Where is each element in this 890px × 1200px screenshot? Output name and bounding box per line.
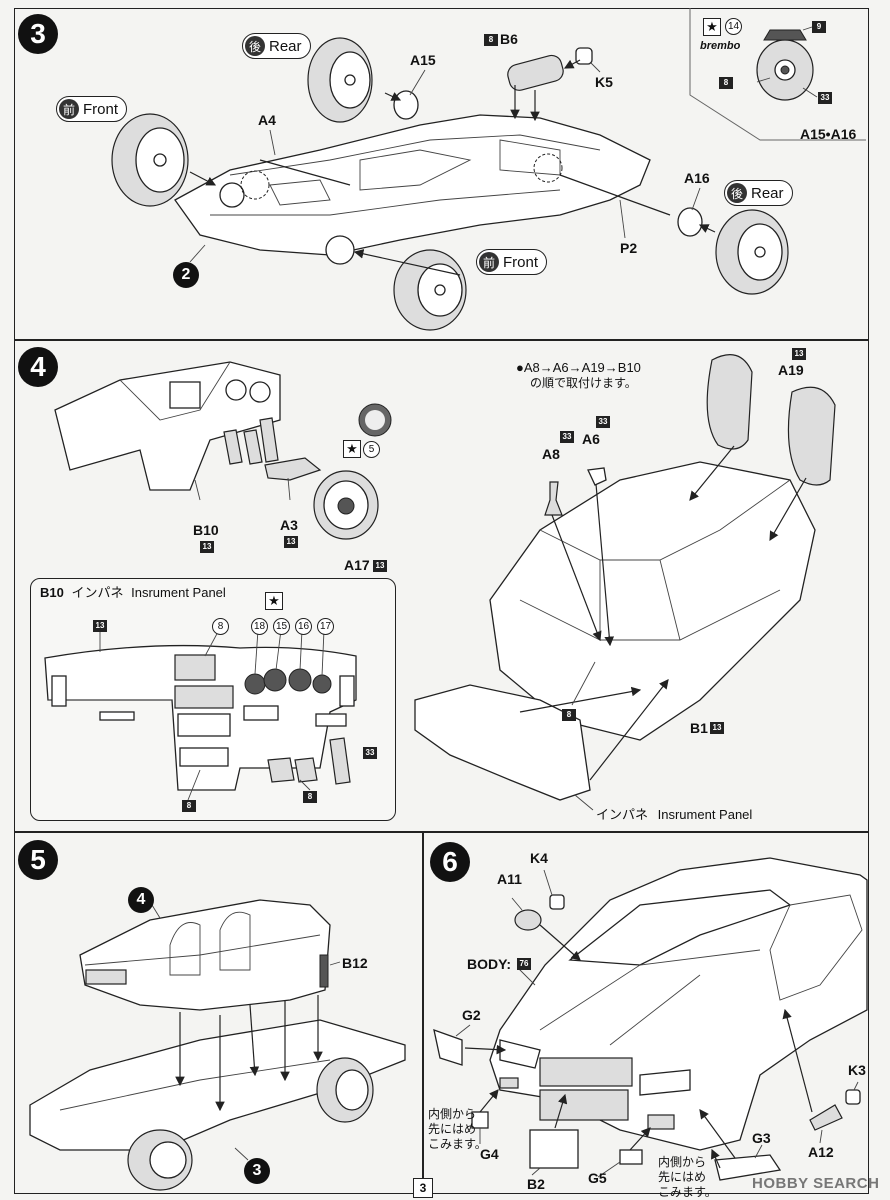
dashboard-and-interior-illustration [54,354,836,811]
step-4-badge: 4 [18,347,58,387]
step-6-panel [422,832,869,1194]
step-3-badge: 3 [18,14,58,54]
floor-color-code: 8 [562,709,576,721]
a8-color-code: 33 [560,431,574,443]
instrument-panel-detail-illustration [44,629,357,801]
step-4-panel [14,340,869,832]
sub-step-2-badge: 2 [173,262,199,288]
body-color-code: 76 [517,958,531,970]
watermark: HOBBY SEARCH [752,1175,880,1192]
inner-fit-note-right: 内側から 先にはめ こみます。 [658,1155,717,1199]
detail-panel-color-code: 13 [93,620,107,632]
detail-circle-16: 16 [295,618,312,635]
part-a17-label: A17 [344,557,370,573]
instrument-panel-bottom-label: インパネ Insrument Panel [596,807,753,822]
part-a8-label: A8 [542,446,560,462]
part-k4-label: K4 [530,850,548,866]
part-a19-label: A19 [778,362,804,378]
part-b1-label: B1 [690,720,708,736]
star-mark-icon: ★ [703,18,721,36]
part-g3-label: G3 [752,1130,771,1146]
part-a11-label: A11 [497,871,522,887]
part-g5-label: G5 [588,1170,607,1186]
part-b2-label: B2 [527,1176,545,1192]
detail-circle-15: 15 [273,618,290,635]
install-order-note: ●A8→A6→A19→B10 [516,360,641,375]
rear-label-top: 後 Rear [242,33,311,59]
steering-circle-5: 5 [363,441,380,458]
brembo-logo: brembo [700,40,741,52]
part-g2-label: G2 [462,1007,481,1023]
inset-label-a15-a16: A15•A16 [800,126,857,142]
rear-label-right: 後 Rear [724,180,793,206]
part-a3-label: A3 [280,517,298,533]
part-a6-label: A6 [582,431,600,447]
a3-color-code: 13 [284,536,298,548]
b6-color-code: 8 [484,34,498,46]
detail-pedal-right-color-code: 33 [363,747,377,759]
step-5-panel [14,832,424,1194]
b10-color-code: 13 [200,541,214,553]
body-label: BODY: [467,956,512,972]
install-order-note-jp: の順で取付けます。 [530,376,637,390]
part-k3-label: K3 [848,1062,866,1078]
inset-code-33: 33 [818,92,832,104]
page-number: 3 [413,1178,433,1198]
step-3-panel [14,8,869,340]
front-label-left: 前 Front [56,96,128,122]
step-5-badge: 5 [18,840,58,880]
part-a15-label: A15 [410,52,436,68]
steering-star-icon: ★ [343,440,361,458]
part-b10-label: B10 [193,522,219,538]
part-b12-label: B12 [342,955,368,971]
chassis-illustration [111,37,789,331]
inset-code-8: 8 [719,77,733,89]
a6-color-code: 33 [596,416,610,428]
detail-circle-18: 18 [251,618,268,635]
detail-title: B10 インパネ Insrument Panel [40,585,226,600]
detail-pedals-color-code: 8 [303,791,317,803]
a19-color-code: 13 [792,348,806,360]
part-g4-label: G4 [480,1146,499,1162]
part-a12-label: A12 [808,1144,834,1160]
sub-step-4-badge: 4 [128,887,154,913]
brake-detail-inset [689,8,866,141]
inset-circle-14: 14 [725,18,742,35]
a17-color-code: 13 [373,560,387,572]
sub-step-3-badge: 3 [244,1158,270,1184]
step-6-badge: 6 [430,842,470,882]
detail-star-icon: ★ [265,592,283,610]
part-a16-label: A16 [684,170,710,186]
part-b6-label: B6 [500,31,518,47]
detail-circle-8: 8 [212,618,229,635]
detail-circle-17: 17 [317,618,334,635]
inset-code-9: 9 [812,21,826,33]
part-p2-label: P2 [620,240,638,256]
detail-console-color-code: 8 [182,800,196,812]
part-a4-label: A4 [258,112,276,128]
inner-fit-note-left: 内側から 先にはめ こみます。 [428,1107,487,1151]
front-label-bottom: 前 Front [476,249,548,275]
b1-color-code: 13 [710,722,724,734]
part-k5-label: K5 [595,74,613,90]
